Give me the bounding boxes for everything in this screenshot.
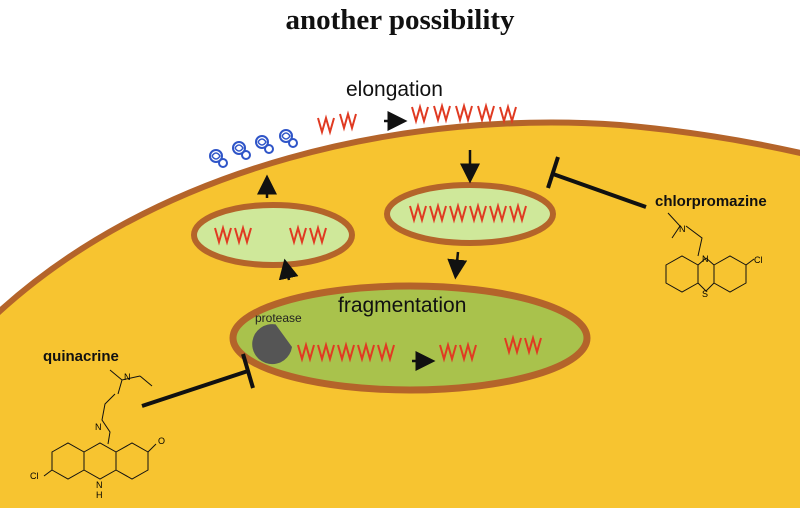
quin-o: O <box>158 436 165 446</box>
native-protein-icon <box>255 135 274 154</box>
native-protein-icon <box>232 141 251 160</box>
label-fragmentation: fragmentation <box>338 294 467 317</box>
pacman-protease-icon <box>252 324 292 365</box>
fibril-icon <box>455 105 473 121</box>
chlor-cl: Cl <box>754 255 763 265</box>
chlor-s: S <box>702 289 708 299</box>
quin-n-imine: N <box>95 422 102 432</box>
arrow-down-2 <box>447 251 468 280</box>
quin-cl: Cl <box>30 471 39 481</box>
vesicle-fragmentation <box>229 282 591 394</box>
inhibitor-chlorpromazine <box>552 172 647 209</box>
page-title: another possibility <box>285 4 515 36</box>
label-quinacrine: quinacrine <box>43 348 119 365</box>
label-elongation: elongation <box>346 78 443 101</box>
chlorpromazine-structure <box>665 212 755 293</box>
fibril-icon <box>433 105 451 121</box>
fibril-icon <box>317 117 335 133</box>
fibril-icon <box>339 113 357 129</box>
native-protein-icon <box>279 129 298 148</box>
inhibitor-chlorpromazine-bar <box>546 156 560 189</box>
fibril-icon <box>411 106 429 122</box>
fibril-icon <box>477 105 495 121</box>
label-protease: protease <box>255 311 302 325</box>
vesicle-left <box>191 202 355 268</box>
native-protein-icon <box>209 149 228 168</box>
quin-h: H <box>96 490 103 500</box>
vesicle-right <box>384 182 556 246</box>
quinacrine-structure <box>43 369 157 480</box>
inhibitor-quinacrine <box>141 369 249 408</box>
fibril-icon <box>499 106 517 122</box>
arrow-up-2 <box>278 258 299 281</box>
quin-nh: N <box>96 480 103 490</box>
label-chlorpromazine: chlorpromazine <box>655 193 767 210</box>
chlor-n-ring: N <box>702 254 709 264</box>
quin-n-amine: N <box>124 372 131 382</box>
inhibitor-quinacrine-bar <box>241 353 255 389</box>
chlor-n-amine: N <box>679 224 686 234</box>
